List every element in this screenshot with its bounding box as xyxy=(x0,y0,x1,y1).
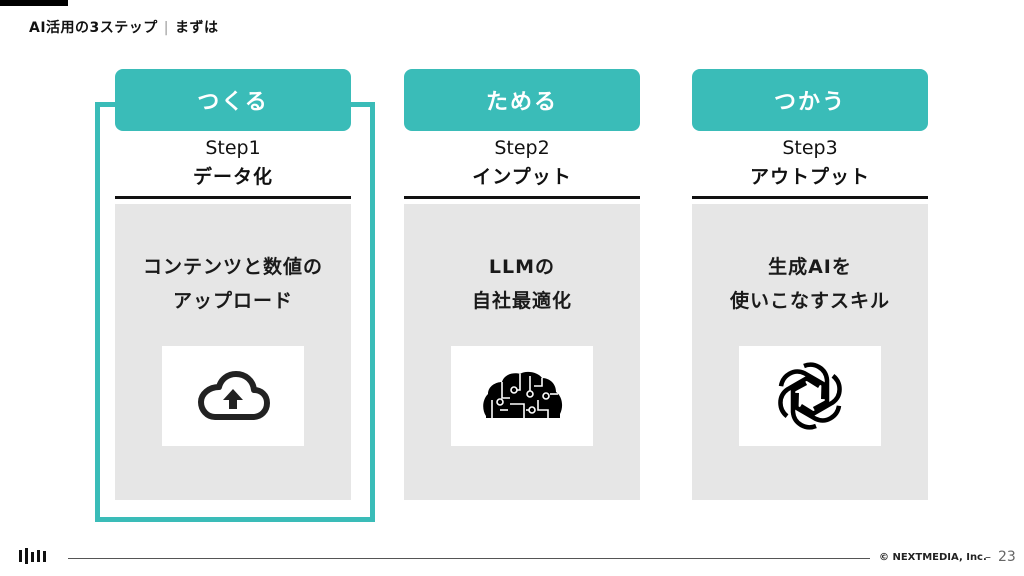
step-number: Step1 xyxy=(205,137,261,159)
step-divider xyxy=(115,196,351,199)
step-title: データ化 xyxy=(192,166,273,188)
step-divider xyxy=(404,196,640,199)
description-line-2: 自社最適化 xyxy=(471,290,572,312)
icon-box xyxy=(451,346,593,446)
copyright: © NEXTMEDIA, Inc. xyxy=(879,552,987,563)
step-divider xyxy=(692,196,928,199)
step-panel: LLMの 自社最適化 xyxy=(404,204,640,500)
description-line-2: アップロード xyxy=(172,290,293,312)
step-label-pill: ためる xyxy=(404,69,640,131)
step-title: インプット xyxy=(472,166,572,188)
step-description: 生成AIを 使いこなすスキル xyxy=(730,250,890,318)
slide-title-main: AI活用の3ステップ xyxy=(29,20,158,36)
step-panel: コンテンツと数値の アップロード xyxy=(115,204,351,500)
step-description: LLMの 自社最適化 xyxy=(472,250,572,318)
page-number: 23 xyxy=(998,549,1016,565)
description-line-1: コンテンツと数値の xyxy=(142,256,323,278)
icon-box xyxy=(162,346,304,446)
step-description: コンテンツと数値の アップロード xyxy=(143,250,323,318)
nextmedia-logo-icon xyxy=(19,548,49,568)
icon-box xyxy=(739,346,881,446)
description-line-1: 生成AIを xyxy=(768,256,852,278)
cloud-upload-icon xyxy=(198,371,270,420)
slide-title: AI活用の3ステップ | まずは xyxy=(29,17,219,37)
description-line-1: LLMの xyxy=(488,256,556,278)
title-separator: | xyxy=(163,20,170,36)
step-label-pill: つくる xyxy=(115,69,351,131)
footer-dash: – xyxy=(985,550,991,564)
top-accent-bar xyxy=(0,0,68,6)
slide-title-sub: まずは xyxy=(175,20,219,36)
step-number: Step3 xyxy=(782,137,838,159)
openai-knot-icon xyxy=(774,362,846,432)
circuit-brain-icon xyxy=(483,371,563,418)
footer-divider xyxy=(68,558,870,559)
step-column-3: つかう Step3 アウトプット 生成AIを 使いこなすスキル xyxy=(692,69,928,500)
step-title: アウトプット xyxy=(749,166,870,188)
step-label-pill: つかう xyxy=(692,69,928,131)
step-column-2: ためる Step2 インプット LLMの 自社最適化 xyxy=(404,69,640,500)
description-line-2: 使いこなすスキル xyxy=(729,290,890,312)
step-panel: 生成AIを 使いこなすスキル xyxy=(692,204,928,500)
step-number: Step2 xyxy=(494,137,550,159)
step-column-1: つくる Step1 データ化 コンテンツと数値の アップロード xyxy=(115,69,351,500)
